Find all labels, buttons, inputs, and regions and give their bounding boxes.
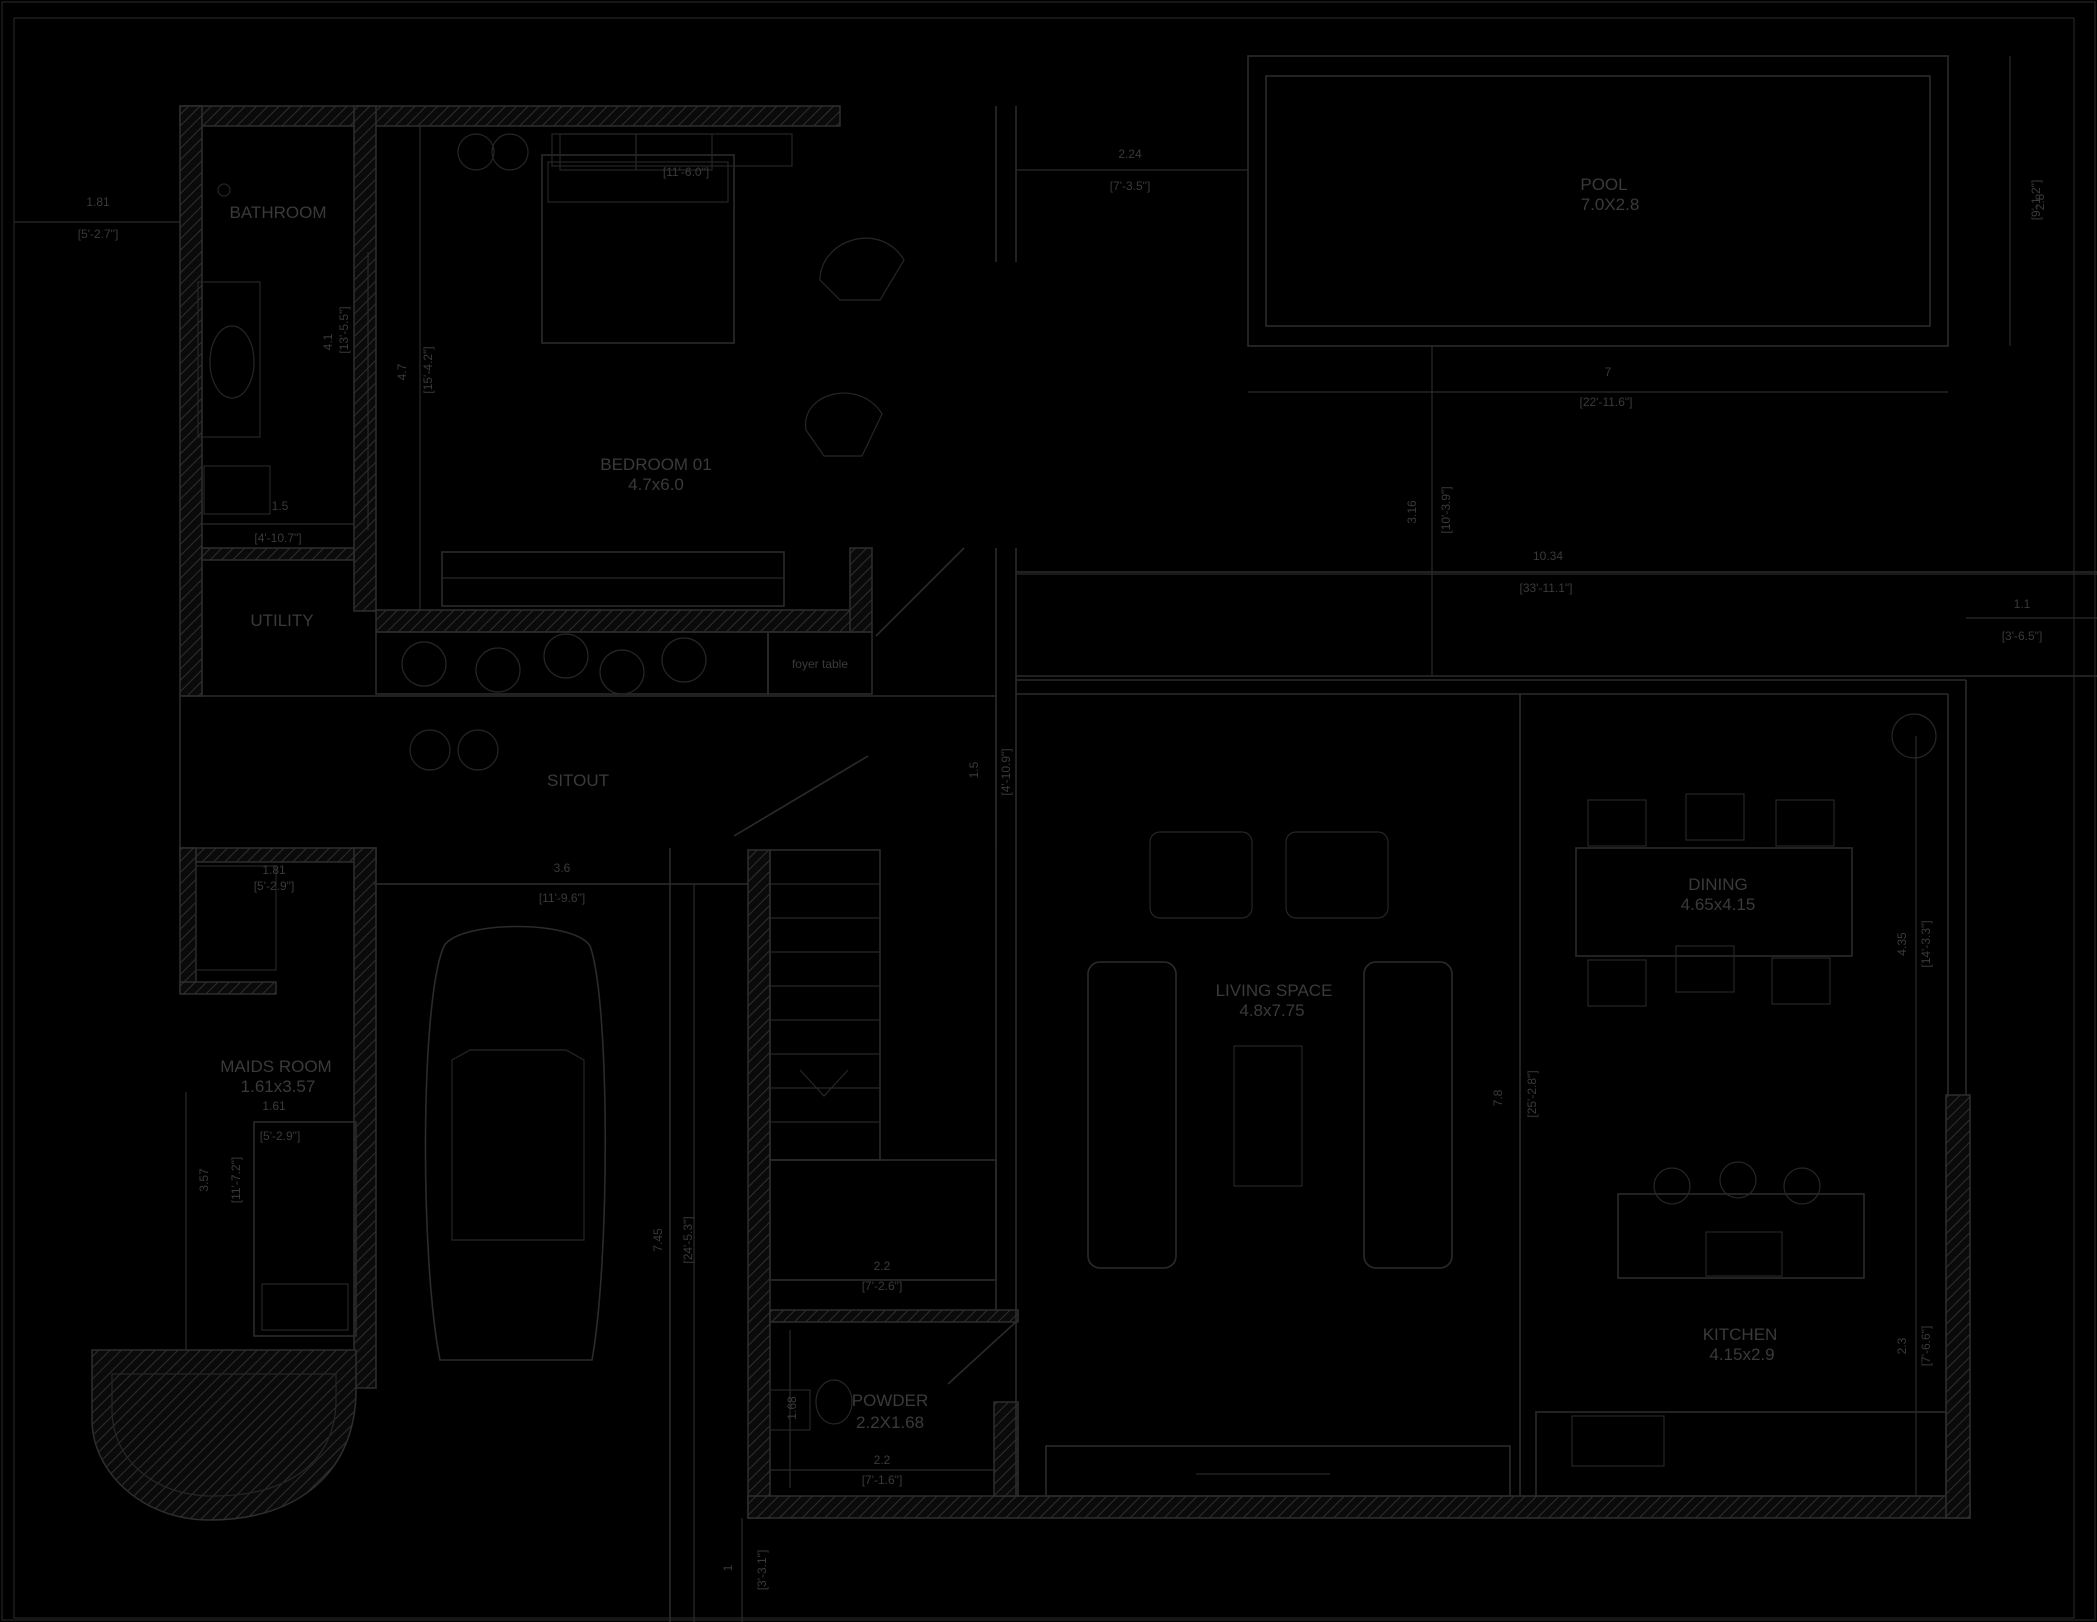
sitout-stools (409, 729, 499, 771)
dim-label: [15'-4.2"] (421, 346, 435, 393)
dim-label: 7.8 (1491, 1089, 1505, 1106)
dim-label: [10'-3.9"] (1439, 486, 1453, 533)
room-size-pool: 7.0X2.8 (1581, 195, 1640, 214)
dim-label: 1.68 (785, 1396, 799, 1420)
dim-label: 1.81 (86, 195, 110, 209)
dim-label: 2.24 (1118, 147, 1142, 161)
dim-label: 4.1 (321, 333, 335, 350)
room-sub-maids: 1.61 (262, 1099, 286, 1113)
dim-label: [4'-10.7"] (254, 531, 301, 545)
dim-label: [25'-2.8"] (1525, 1070, 1539, 1117)
armchairs (805, 237, 905, 457)
room-label-utility: UTILITY (250, 611, 313, 630)
dim-label: [24'-5.3"] (681, 1216, 695, 1263)
room-label-pool: POOL (1580, 175, 1627, 194)
dim-label: 1.5 (272, 499, 289, 513)
dim-label: [5'-2.9"] (260, 1129, 301, 1143)
dim-label: 3.57 (197, 1168, 211, 1192)
dim-label: 3.6 (554, 861, 571, 875)
dim-label: 2.2 (874, 1453, 891, 1467)
room-size-living: 4.8x7.75 (1239, 1001, 1304, 1020)
dim-label: 1 (721, 1564, 735, 1571)
room-label-bathroom: BATHROOM (230, 203, 327, 222)
dim-label: 1.81 (262, 863, 286, 877)
dim-label: 1.1 (2014, 597, 2031, 611)
room-label-bedroom: BEDROOM 01 (600, 455, 711, 474)
maids-bed (195, 865, 357, 1337)
room-label-powder: POWDER (852, 1391, 929, 1410)
dim-label: [7'-2.6"] (862, 1279, 903, 1293)
room-size-bedroom: 4.7x6.0 (628, 475, 684, 494)
stairs (769, 849, 997, 1281)
dim-label: [9'-1.2"] (2029, 180, 2043, 221)
site-boundary-inner (13, 17, 2075, 1619)
room-label-dining: DINING (1688, 875, 1748, 894)
room-size-powder: 2.2X1.68 (856, 1413, 924, 1432)
dim-label: [3'-3.1"] (755, 1550, 769, 1591)
dim-label: [13'-5.5"] (337, 306, 351, 353)
dim-label: 10.34 (1533, 549, 1563, 563)
room-size-maids: 1.61x3.57 (241, 1077, 316, 1096)
kitchen-fixtures (1045, 1161, 1947, 1497)
dim-label: 2.8 (2033, 193, 2047, 210)
dimension-lines (14, 56, 2097, 1622)
planter-curve (91, 1349, 357, 1521)
room-label-kitchen: KITCHEN (1703, 1325, 1778, 1344)
living-furniture (1087, 831, 1453, 1269)
room-label-maids: MAIDS ROOM (220, 1057, 331, 1076)
wardrobe (441, 551, 785, 607)
powder-fixtures (769, 1379, 853, 1431)
room-label-living: LIVING SPACE (1216, 981, 1333, 1000)
walls (179, 55, 2097, 1622)
dim-label: [11'-9.6"] (539, 891, 585, 905)
dim-label: 4.7 (395, 363, 409, 380)
bathroom-fixtures (197, 183, 271, 515)
dim-label: [7'-6.6"] (1919, 1326, 1933, 1367)
door-swings (733, 547, 1019, 1385)
bed (457, 133, 793, 344)
dim-label: 2.2 (874, 1259, 891, 1273)
dim-label: 7 (1605, 365, 1612, 379)
room-size-kitchen: 4.15x2.9 (1709, 1345, 1774, 1364)
dim-label: [7'-3.5"] (1110, 179, 1151, 193)
dim-label: 4.35 (1895, 932, 1909, 956)
dim-label: [5'-2.9"] (254, 879, 295, 893)
car (424, 925, 607, 1361)
dim-label: [14'-3.3"] (1919, 920, 1933, 967)
dim-label: [5'-2.7"] (78, 227, 119, 241)
dim-label: [33'-11.1"] (1519, 581, 1572, 595)
dim-label: [7'-1.6"] (862, 1473, 903, 1487)
dim-label: 1.5 (967, 761, 981, 778)
dim-label: 2.3 (1895, 1337, 1909, 1354)
room-label-foyer: foyer table (792, 657, 848, 671)
dim-label: [11'-6.0"] (663, 165, 709, 179)
dim-label: [22'-11.6"] (1579, 395, 1632, 409)
room-size-dining: 4.65x4.15 (1681, 895, 1756, 914)
room-label-sitout: SITOUT (547, 771, 609, 790)
dim-label: 7.45 (651, 1228, 665, 1252)
planters (375, 631, 873, 695)
dim-label: 3.16 (1405, 500, 1419, 524)
dim-label: [11'-7.2"] (229, 1157, 243, 1203)
dim-label: [4'-10.9"] (999, 748, 1013, 795)
dining-set (1575, 713, 1937, 1007)
dim-label: [3'-6.5"] (2002, 629, 2043, 643)
